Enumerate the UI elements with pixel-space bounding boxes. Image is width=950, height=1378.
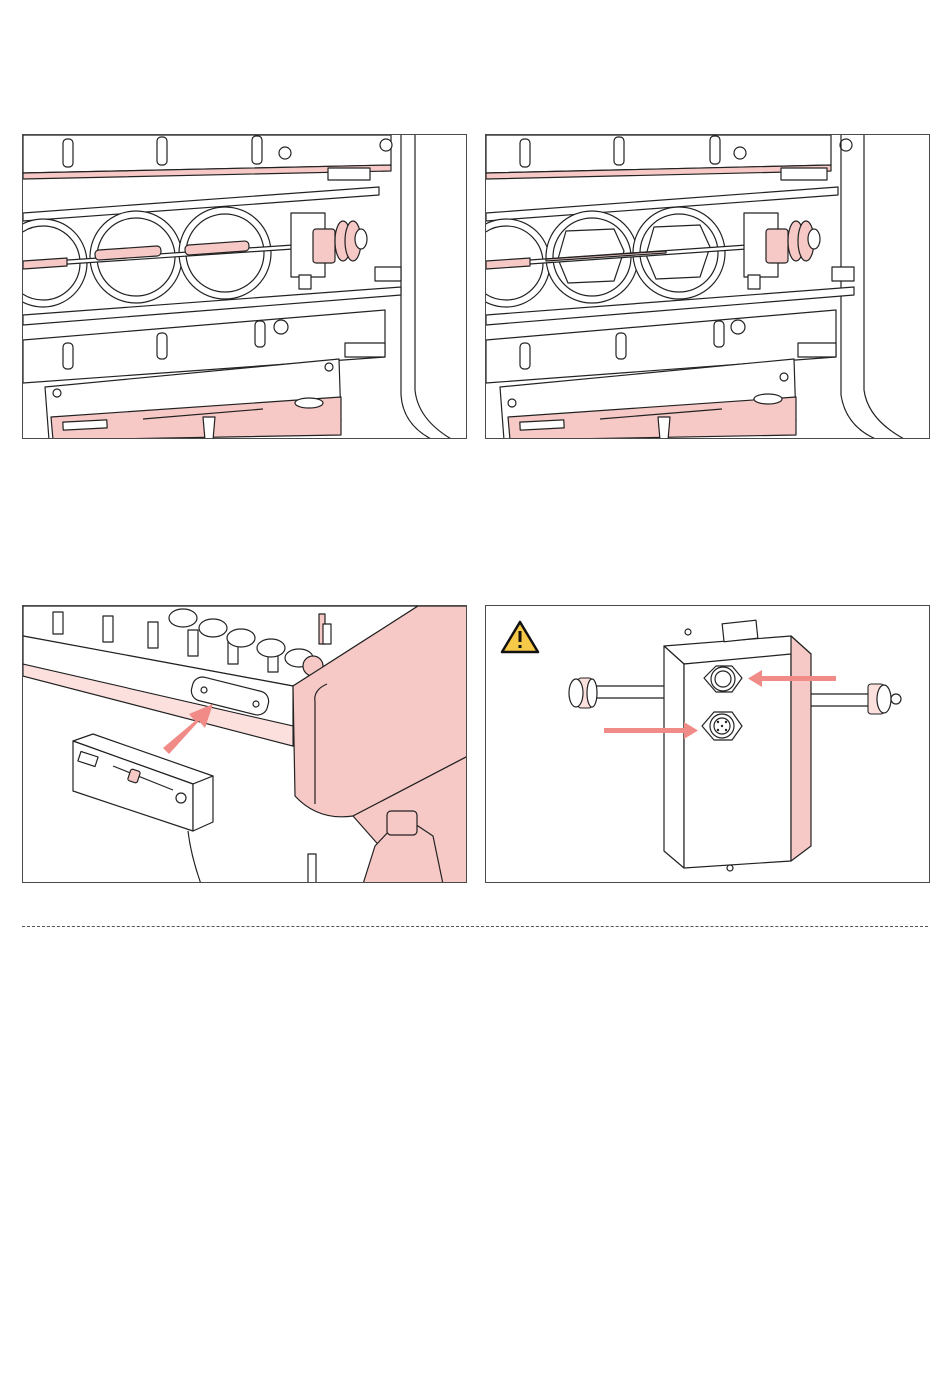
illustration-control-box <box>486 606 930 883</box>
scoreboard <box>73 734 213 883</box>
section-divider <box>22 926 928 927</box>
illustration-scoreboard-mounting <box>23 606 467 883</box>
figure-rod-assembly-without-covers <box>485 134 930 439</box>
illustration-rod-assembly <box>23 135 467 439</box>
figure-scoreboard-mounting <box>22 605 467 883</box>
warning-triangle-icon <box>502 622 538 652</box>
figure-rod-assembly-with-covers <box>22 134 467 439</box>
illustration-rod-assembly-uncovered <box>486 135 930 439</box>
figure-control-box-connectors <box>485 605 930 883</box>
